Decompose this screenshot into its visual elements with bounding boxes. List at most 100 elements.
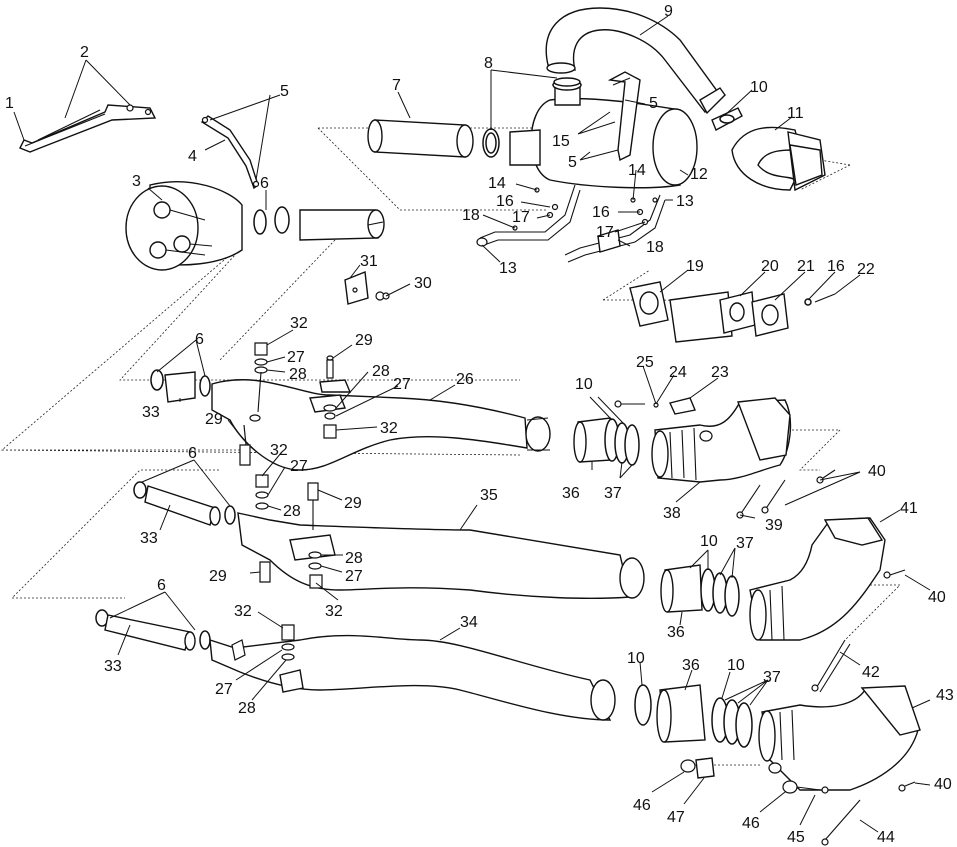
callout-2: 2 — [80, 44, 89, 61]
manifold-gasket-stack — [629, 281, 836, 343]
callout-36-b: 36 — [667, 624, 685, 641]
silencer — [125, 181, 243, 271]
callout-37-b: 37 — [736, 535, 754, 552]
callout-32-e: 32 — [234, 603, 252, 620]
coupler-lower — [634, 684, 753, 748]
callout-14-left: 14 — [488, 175, 506, 192]
callout-40-a: 40 — [868, 463, 886, 480]
callout-27-c: 27 — [290, 458, 308, 475]
callout-23: 23 — [711, 364, 729, 381]
callout-18-right: 18 — [646, 239, 664, 256]
callout-18-left: 18 — [462, 207, 480, 224]
callout-3: 3 — [132, 173, 141, 190]
callout-36-c: 36 — [682, 657, 700, 674]
flange-gasket — [711, 107, 743, 131]
lower-hardware — [680, 757, 916, 846]
callout-9: 9 — [664, 3, 673, 20]
callout-39: 39 — [765, 517, 783, 534]
callout-1: 1 — [5, 95, 14, 112]
callout-15: 15 — [552, 133, 570, 150]
callout-20: 20 — [761, 258, 779, 275]
mount-bracket — [344, 271, 390, 305]
bracket-strap — [19, 104, 157, 153]
callout-37-a: 37 — [604, 485, 622, 502]
bolt-set-39-40 — [736, 469, 836, 519]
resonator-straps — [607, 71, 641, 162]
callout-32-a: 32 — [290, 315, 308, 332]
callout-38: 38 — [663, 505, 681, 522]
callout-6: 6 — [260, 175, 269, 192]
manifold-38 — [651, 397, 792, 483]
callout-5: 5 — [280, 83, 289, 100]
manifold-41 — [749, 517, 886, 641]
callout-11: 11 — [787, 105, 804, 122]
callout-17-right: 17 — [596, 224, 614, 241]
callout-7: 7 — [392, 77, 401, 94]
callout-28-b: 28 — [372, 363, 390, 380]
bent-pipe — [545, 7, 726, 115]
callout-45: 45 — [787, 829, 805, 846]
callout-32-b: 32 — [270, 442, 288, 459]
callout-6-c: 6 — [188, 445, 197, 462]
callout-44: 44 — [877, 829, 895, 846]
exhaust-pipe-34 — [95, 609, 616, 721]
callout-46-b: 46 — [742, 815, 760, 832]
stiffener-bracket — [200, 115, 260, 190]
callout-43: 43 — [936, 687, 954, 704]
callout-41: 41 — [900, 500, 918, 517]
callout-16-left: 16 — [496, 193, 514, 210]
exhaust-elbow — [731, 126, 826, 192]
callout-17-left: 17 — [512, 209, 530, 226]
callout-42: 42 — [862, 664, 880, 681]
callout-8: 8 — [484, 55, 493, 72]
callout-34: 34 — [460, 614, 478, 631]
callout-21: 21 — [797, 258, 815, 275]
callout-46-a: 46 — [633, 797, 651, 814]
callout-27-b: 27 — [393, 376, 411, 393]
callout-22: 22 — [857, 261, 875, 278]
callout-4: 4 — [188, 148, 197, 165]
callout-14-right: 14 — [628, 162, 646, 179]
callout-30: 30 — [414, 275, 432, 292]
callout-35: 35 — [480, 487, 498, 504]
callout-19: 19 — [686, 258, 704, 275]
exhaust-pipe-35 — [133, 481, 645, 600]
callout-12: 12 — [690, 166, 708, 183]
callout-33-c: 33 — [104, 658, 122, 675]
callout-27-a: 27 — [287, 349, 305, 366]
leader-lines — [13, 15, 931, 833]
resonator — [509, 77, 698, 189]
callout-29-a: 29 — [355, 332, 373, 349]
callout-6-d: 6 — [157, 577, 166, 594]
callout-16-gasket: 16 — [827, 258, 845, 275]
support-rod-right — [564, 194, 666, 263]
callout-40-b: 40 — [928, 589, 946, 606]
callout-40-c: 40 — [934, 776, 952, 793]
callout-32-c: 32 — [380, 420, 398, 437]
stud-hardware-upper — [239, 342, 337, 466]
callout-33-a: 33 — [142, 404, 160, 421]
callout-10-c: 10 — [700, 533, 718, 550]
callout-16-right: 16 — [592, 204, 610, 221]
callout-31: 31 — [360, 253, 378, 270]
tube-7 — [367, 119, 500, 158]
stud-hardware-middle — [255, 474, 323, 589]
bolt-set-23-25 — [614, 397, 696, 415]
callout-27-e: 27 — [215, 681, 233, 698]
manifold-43 — [758, 685, 921, 791]
callout-numbers: 1 2 3 4 5 6 7 8 9 10 11 5 15 5 12 14 14 … — [5, 3, 954, 846]
callout-37-c: 37 — [763, 669, 781, 686]
callout-13-left: 13 — [499, 260, 517, 277]
stud-hardware-lower — [281, 624, 295, 661]
callout-5-right: 5 — [649, 95, 658, 112]
callout-47: 47 — [667, 809, 685, 826]
callout-25: 25 — [636, 354, 654, 371]
bolt-42 — [811, 569, 906, 693]
coupler-middle — [660, 564, 740, 617]
callout-28-d: 28 — [345, 550, 363, 567]
support-rod-left — [476, 184, 581, 247]
coupler-upper — [573, 417, 640, 466]
callout-13-right: 13 — [676, 193, 694, 210]
